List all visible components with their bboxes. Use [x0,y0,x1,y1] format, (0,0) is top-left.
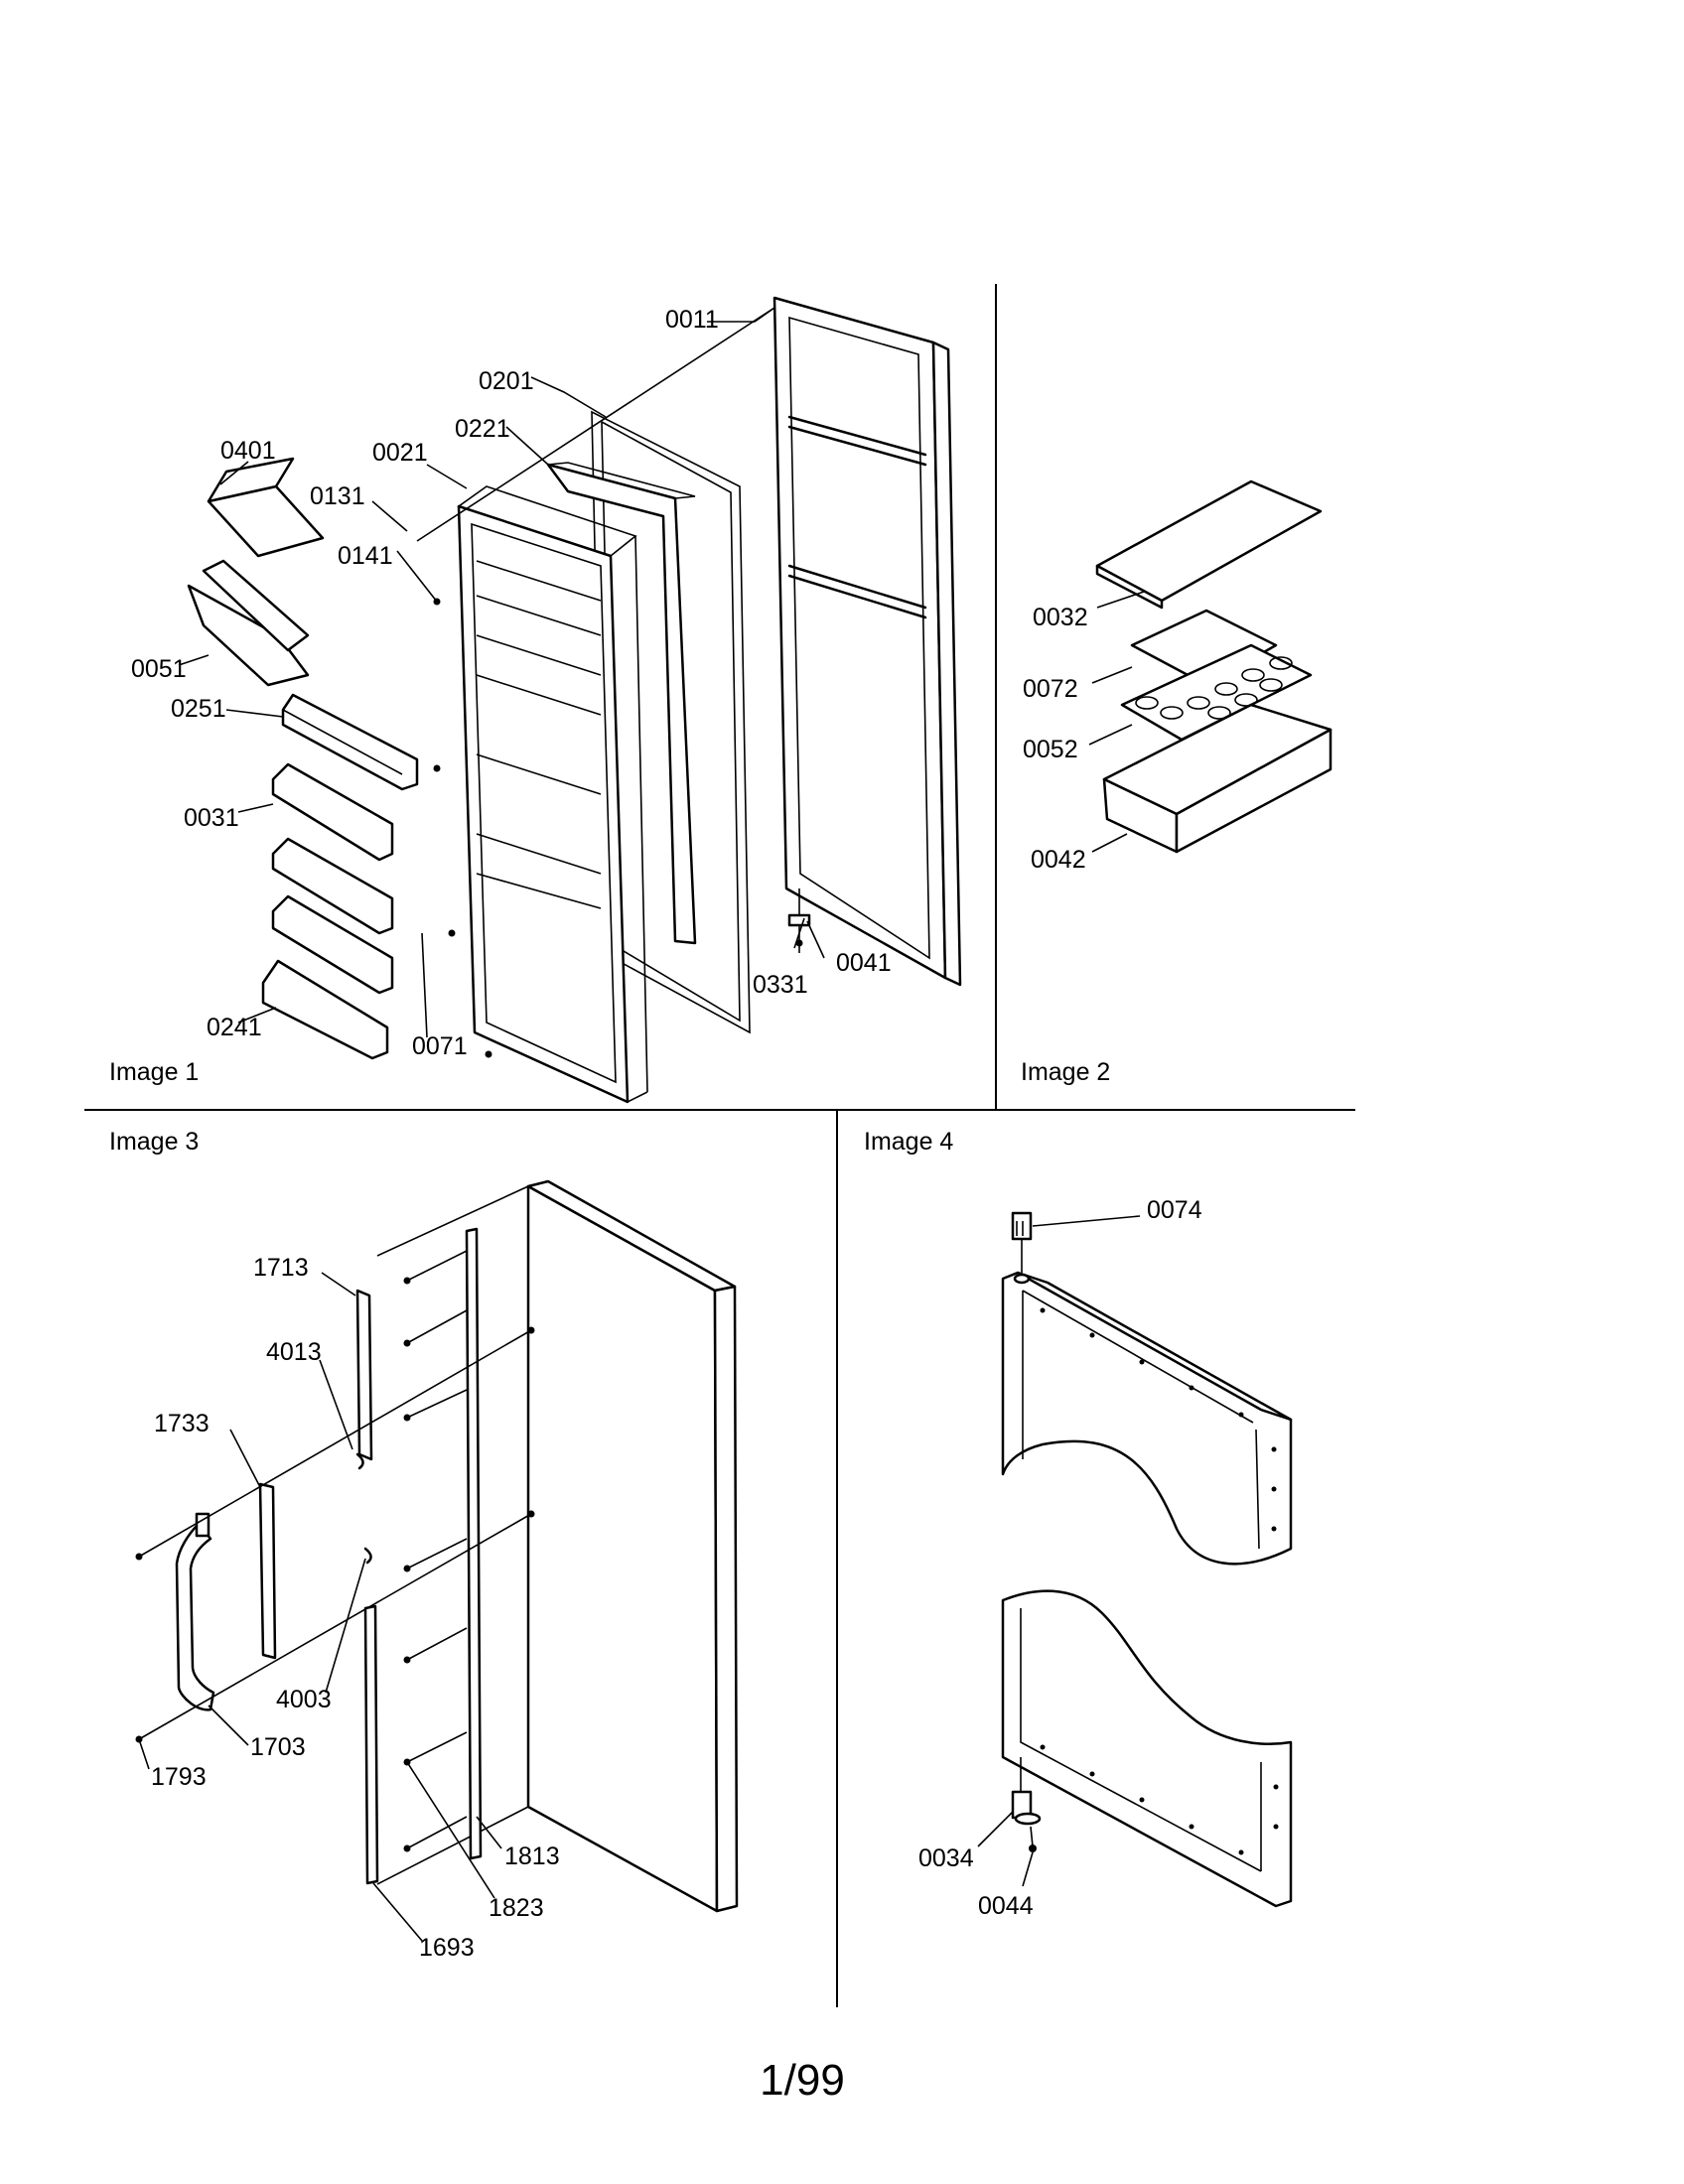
trim-strip-1693 [363,1604,379,1885]
hinge-screw-0044 [1029,1826,1037,1852]
panel-title-image3: Image 3 [109,1128,199,1156]
hinge-pin-top-0074 [1011,1211,1033,1285]
fasteners-image1 [433,598,803,1058]
callout-label: 0074 [1147,1196,1202,1224]
egg-tray-cover-0072 [1130,609,1278,687]
dairy-bin-0042 [1102,703,1333,854]
callout-label: 0021 [372,439,428,467]
door-bin-0031-a [271,762,394,862]
clips-image3 [355,1452,372,1565]
callout-label: 1813 [504,1843,560,1870]
door-bin-0051 [187,559,310,687]
callout-label: 1703 [250,1733,306,1761]
callout-label: 0401 [220,437,276,465]
callout-label: 0131 [310,482,365,510]
door-screws-image4 [1040,1307,1279,1855]
callout-label: 0031 [184,804,239,832]
image1-door-exploded-view: 0011 0201 0221 0021 0401 0131 0141 0051 … [109,296,962,1104]
image4-hinge-view: 0074 0034 0044 Image 4 [864,1128,1293,1920]
callout-label: 0044 [978,1892,1034,1920]
callout-label: 0141 [338,542,393,570]
callout-labels-image2: 0032 0072 0052 0042 [1023,604,1088,874]
door-slab [376,1179,739,1913]
door-bin-0241 [261,959,389,1060]
callout-label: 0201 [479,367,534,395]
leader-lines-image4 [977,1215,1141,1887]
door-bin-0251 [281,693,419,791]
image3-handle-assembly-view: 1713 4013 1733 4003 1703 1793 1813 1823 … [109,1128,739,1962]
handle-1703 [175,1512,215,1711]
callout-labels-image1: 0011 0201 0221 0021 0401 0131 0141 0051 … [131,306,892,1060]
door-bin-0031-b [271,837,394,935]
callout-label: 0331 [753,971,808,999]
leader-lines-image1 [178,307,825,1038]
door-outer-panel [772,296,962,987]
dairy-cover-0032 [1095,479,1323,610]
callout-label: 0042 [1031,846,1086,874]
door-bin-0401 [207,457,325,558]
callout-label: 0032 [1033,604,1088,631]
page-number: 1/99 [760,2056,845,2105]
egg-tray-0052 [1120,643,1313,742]
callout-labels-image3: 1713 4013 1733 4003 1703 1793 1813 1823 … [151,1254,560,1962]
callout-label: 0051 [131,655,187,683]
callout-label: 0251 [171,695,226,723]
door-bin-0031-c [271,894,394,995]
callout-label: 0241 [207,1014,262,1041]
trim-strip-1733 [258,1482,277,1660]
callout-label: 1823 [489,1894,544,1922]
door-bottom-section [1001,1589,1293,1908]
door-inner-liner [457,485,648,1104]
callout-label: 0041 [836,949,892,977]
callout-label: 4003 [276,1686,332,1713]
callout-label: 0052 [1023,736,1078,763]
callout-label: 1693 [419,1934,475,1962]
trim-strip-1813 [465,1227,483,1860]
callout-label: 1733 [154,1410,210,1437]
callout-label: 4013 [266,1338,322,1366]
door-breaker-frame [546,462,697,945]
leader-lines-image3 [138,1250,532,1942]
panel-dividers [84,284,1355,2007]
callout-label: 0011 [665,306,719,334]
door-top-section [1001,1271,1293,1566]
callout-label: 0034 [918,1844,974,1872]
callout-labels-image4: 0074 0034 0044 [918,1196,1202,1920]
egg-cups [1135,656,1293,720]
hinge-bushing-bottom-0034 [1011,1757,1042,1826]
callout-label: 1713 [253,1254,309,1282]
panel-title-image4: Image 4 [864,1128,953,1156]
callout-label: 0221 [455,415,510,443]
panel-title-image1: Image 1 [109,1058,199,1086]
callout-label: 0071 [412,1032,468,1060]
trim-strip-1713 [355,1289,373,1461]
callout-label: 0072 [1023,675,1078,703]
leader-lines-image2 [1088,591,1145,853]
panel-title-image2: Image 2 [1021,1058,1110,1086]
callout-label: 1793 [151,1763,207,1791]
image2-egg-storage-view: 0032 0072 0052 0042 Image 2 [1021,479,1333,1086]
